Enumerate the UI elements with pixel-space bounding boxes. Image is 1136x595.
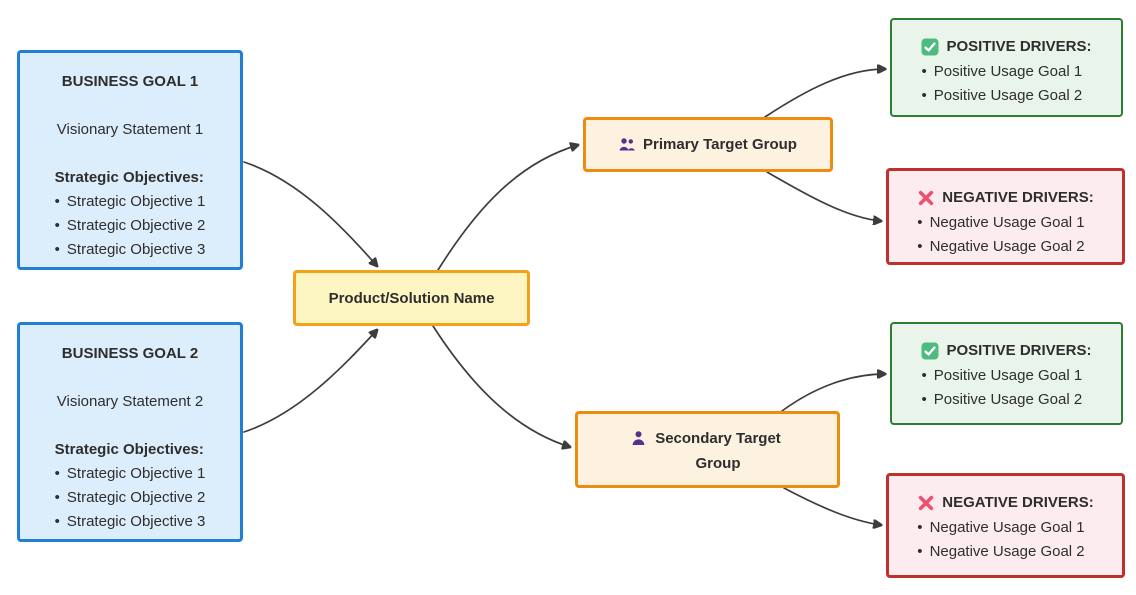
objective-item: Strategic Objective 2 bbox=[55, 486, 205, 510]
edge-primary-to-positive1 bbox=[764, 69, 885, 118]
objectives-label: Strategic Objectives: bbox=[54, 441, 204, 458]
objective-item: Strategic Objective 1 bbox=[55, 190, 205, 214]
goal-title: BUSINESS GOAL 1 bbox=[61, 73, 199, 90]
driver-item: Positive Usage Goal 2 bbox=[921, 84, 1091, 108]
edge-goal2-to-product bbox=[243, 330, 377, 433]
product-label: Product/Solution Name bbox=[328, 289, 495, 307]
driver-item: Negative Usage Goal 1 bbox=[917, 211, 1093, 235]
driver-content: POSITIVE DRIVERS: Positive Usage Goal 1 … bbox=[921, 35, 1092, 108]
edge-goal1-to-product bbox=[243, 161, 377, 266]
check-icon bbox=[921, 38, 939, 56]
driver-items: Positive Usage Goal 1 Positive Usage Goa… bbox=[921, 60, 1091, 108]
positive-drivers-node-1: POSITIVE DRIVERS: Positive Usage Goal 1 … bbox=[890, 18, 1123, 117]
objective-item: Strategic Objective 3 bbox=[55, 238, 205, 262]
primary-target-group-node: Primary Target Group bbox=[583, 117, 833, 172]
users-icon bbox=[619, 138, 635, 151]
edge-secondary-to-negative2 bbox=[783, 487, 881, 525]
driver-items: Negative Usage Goal 1 Negative Usage Goa… bbox=[917, 211, 1093, 259]
driver-title-row: NEGATIVE DRIVERS: bbox=[917, 491, 1094, 515]
negative-drivers-node-1: NEGATIVE DRIVERS: Negative Usage Goal 1 … bbox=[886, 168, 1125, 265]
driver-title-row: POSITIVE DRIVERS: bbox=[921, 35, 1092, 59]
driver-content: NEGATIVE DRIVERS: Negative Usage Goal 1 … bbox=[917, 491, 1094, 564]
user-icon bbox=[632, 431, 645, 445]
driver-item: Negative Usage Goal 2 bbox=[917, 235, 1093, 259]
positive-drivers-node-2: POSITIVE DRIVERS: Positive Usage Goal 1 … bbox=[890, 322, 1123, 425]
driver-title-row: POSITIVE DRIVERS: bbox=[921, 339, 1092, 363]
driver-title: NEGATIVE DRIVERS: bbox=[942, 189, 1094, 206]
objective-item: Strategic Objective 1 bbox=[55, 462, 205, 486]
driver-content: POSITIVE DRIVERS: Positive Usage Goal 1 … bbox=[921, 339, 1092, 412]
driver-item: Positive Usage Goal 1 bbox=[921, 364, 1091, 388]
driver-title: POSITIVE DRIVERS: bbox=[946, 342, 1092, 359]
business-goal-1-node: BUSINESS GOAL 1 Visionary Statement 1 St… bbox=[17, 50, 243, 270]
group-label: Primary Target Group bbox=[643, 136, 797, 153]
driver-item: Positive Usage Goal 2 bbox=[921, 388, 1091, 412]
goal-title: BUSINESS GOAL 2 bbox=[61, 345, 199, 362]
goal-vision: Visionary Statement 2 bbox=[56, 393, 204, 410]
objective-item: Strategic Objective 2 bbox=[55, 214, 205, 238]
edge-secondary-to-positive2 bbox=[781, 374, 885, 412]
goal-objectives: Strategic Objectives: Strategic Objectiv… bbox=[55, 438, 206, 534]
driver-item: Negative Usage Goal 2 bbox=[917, 540, 1093, 564]
driver-title-row: NEGATIVE DRIVERS: bbox=[917, 186, 1094, 210]
driver-title: NEGATIVE DRIVERS: bbox=[942, 494, 1094, 511]
edge-product-to-primary bbox=[437, 145, 578, 271]
objectives-label: Strategic Objectives: bbox=[54, 169, 204, 186]
driver-title: POSITIVE DRIVERS: bbox=[946, 38, 1092, 55]
x-icon bbox=[917, 189, 935, 207]
driver-items: Positive Usage Goal 1 Positive Usage Goa… bbox=[921, 364, 1091, 412]
driver-items: Negative Usage Goal 1 Negative Usage Goa… bbox=[917, 516, 1093, 564]
driver-item: Negative Usage Goal 1 bbox=[917, 516, 1093, 540]
objectives-list: Strategic Objective 1 Strategic Objectiv… bbox=[55, 462, 205, 534]
group-label: Secondary Target Group bbox=[655, 430, 781, 472]
objectives-list: Strategic Objective 1 Strategic Objectiv… bbox=[55, 190, 205, 262]
secondary-target-group-node: Secondary Target Group bbox=[575, 411, 840, 488]
business-goal-2-node: BUSINESS GOAL 2 Visionary Statement 2 St… bbox=[17, 322, 243, 542]
objective-item: Strategic Objective 3 bbox=[55, 510, 205, 534]
goal-vision: Visionary Statement 1 bbox=[56, 121, 204, 138]
edge-primary-to-negative1 bbox=[766, 171, 881, 221]
edge-product-to-secondary bbox=[432, 325, 570, 447]
check-icon bbox=[921, 342, 939, 360]
negative-drivers-node-2: NEGATIVE DRIVERS: Negative Usage Goal 1 … bbox=[886, 473, 1125, 578]
goal-objectives: Strategic Objectives: Strategic Objectiv… bbox=[55, 166, 206, 262]
driver-content: NEGATIVE DRIVERS: Negative Usage Goal 1 … bbox=[917, 186, 1094, 259]
product-node: Product/Solution Name bbox=[293, 270, 530, 326]
driver-item: Positive Usage Goal 1 bbox=[921, 60, 1091, 84]
x-icon bbox=[917, 494, 935, 512]
